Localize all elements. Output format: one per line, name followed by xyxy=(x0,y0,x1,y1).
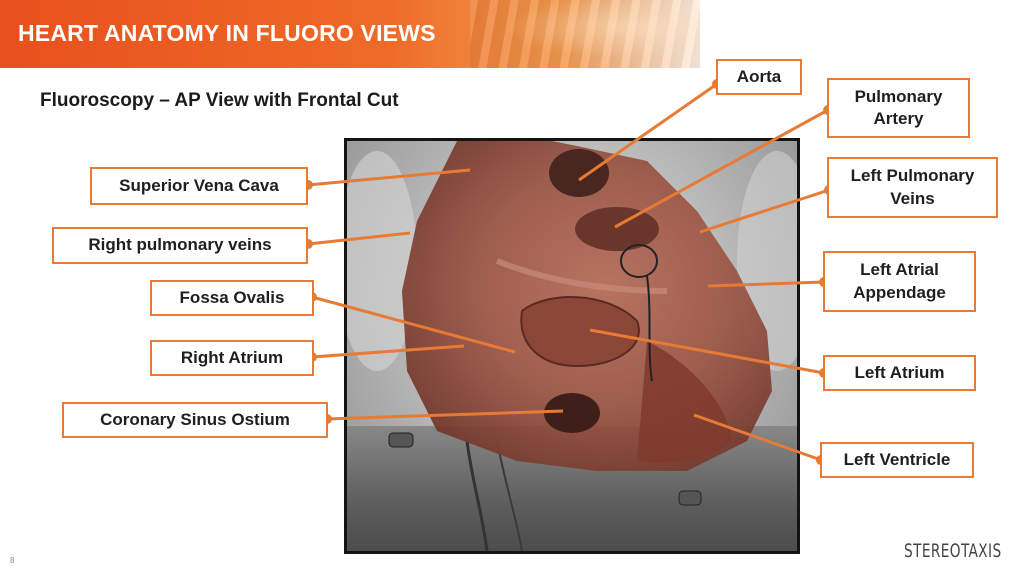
label-coronary-sinus-ostium: Coronary Sinus Ostium xyxy=(62,402,328,438)
label-aorta: Aorta xyxy=(716,59,802,95)
label-right-pulmonary-veins: Right pulmonary veins xyxy=(52,227,308,264)
label-fossa-ovalis: Fossa Ovalis xyxy=(150,280,314,316)
catheter-line xyxy=(465,440,489,551)
banner-decoration xyxy=(470,0,700,68)
catheter-line xyxy=(496,440,523,551)
label-left-atrium: Left Atrium xyxy=(823,355,976,391)
logo-text: STEREOTAXIS xyxy=(904,540,1002,562)
stereotaxis-logo: STEREOTAXIS xyxy=(900,535,1015,567)
label-left-pulmonary-veins: Left Pulmonary Veins xyxy=(827,157,998,218)
fluoro-heart-image xyxy=(344,138,800,554)
ecg-electrode xyxy=(388,432,414,448)
label-pulmonary-artery: Pulmonary Artery xyxy=(827,78,970,138)
banner-title: HEART ANATOMY IN FLUORO VIEWS xyxy=(18,20,436,46)
pulmonary-artery-lumen xyxy=(575,207,659,251)
label-left-atrial-appendage: Left Atrial Appendage xyxy=(823,251,976,312)
septum xyxy=(495,258,668,294)
slide-subtitle: Fluoroscopy – AP View with Frontal Cut xyxy=(40,90,399,111)
lasso-catheter xyxy=(620,244,658,278)
title-banner: HEART ANATOMY IN FLUORO VIEWS xyxy=(0,0,700,68)
label-right-atrium: Right Atrium xyxy=(150,340,314,376)
aorta-lumen xyxy=(549,149,609,197)
page-number: 8 xyxy=(10,556,15,565)
label-superior-vena-cava: Superior Vena Cava xyxy=(90,167,308,205)
coronary-sinus xyxy=(544,393,600,433)
ecg-electrode xyxy=(678,490,702,506)
label-left-ventricle: Left Ventricle xyxy=(820,442,974,478)
heart-illustration xyxy=(347,141,797,551)
